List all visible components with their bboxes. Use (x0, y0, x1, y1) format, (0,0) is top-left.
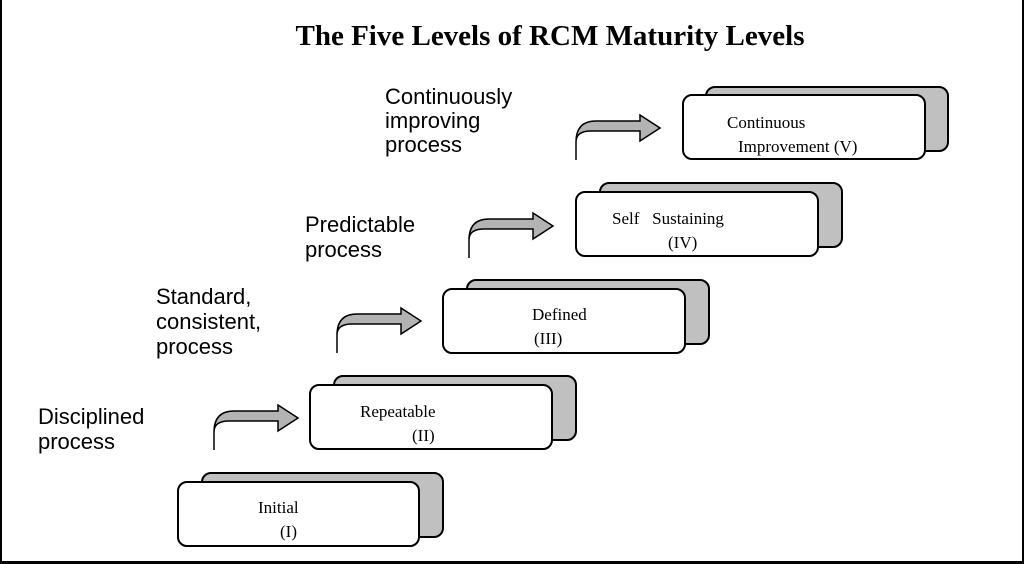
process-label-predictable: Predictable process (305, 212, 415, 262)
curved-up-right-arrow-icon (575, 113, 662, 160)
level-name: Repeatable (360, 402, 436, 421)
level-box-1 (177, 481, 420, 547)
level-numeral: (IV) (668, 233, 698, 252)
level-box-5 (682, 94, 926, 160)
process-label-line: Predictable (305, 212, 416, 237)
level-box-4 (575, 191, 819, 257)
level-name: Self Sustaining (612, 209, 724, 228)
process-label-continuously: Continuously improving process (385, 85, 512, 157)
level-label-4: Self Sustaining (IV) (612, 207, 724, 255)
level-box-5-group (682, 86, 949, 160)
process-label-line: improving (385, 108, 481, 133)
level-name: Continuous (727, 113, 806, 132)
process-label-line: process (385, 132, 463, 157)
level-label-2: Repeatable (II) (360, 400, 436, 448)
diagram-title: The Five Levels of RCM Maturity Levels (295, 20, 805, 52)
level-label-1: Initial (I) (258, 496, 299, 544)
level-numeral: (III) (534, 329, 563, 348)
level-numeral: (I) (280, 522, 297, 541)
level-name: Defined (532, 305, 587, 324)
level-numeral: Improvement (V) (738, 137, 858, 156)
process-label-line: process (305, 237, 383, 262)
level-box-1-group (177, 472, 444, 547)
level-label-5: Continuous Improvement (V) (727, 111, 857, 159)
level-box-2 (309, 384, 553, 450)
level-box-3-group (442, 279, 710, 354)
level-label-3: Defined (III) (532, 303, 587, 351)
process-label-standard: Standard, consistent, process (156, 284, 261, 359)
level-name: Initial (258, 498, 299, 517)
process-label-line: process (38, 429, 116, 454)
level-numeral: (II) (412, 426, 435, 445)
curved-up-right-arrow-icon (336, 306, 423, 353)
level-box-2-group (309, 375, 577, 450)
level-box-4-group (575, 182, 843, 257)
process-label-line: Disciplined (38, 404, 145, 429)
process-label-disciplined: Disciplined process (38, 404, 144, 454)
level-box-3 (442, 288, 686, 354)
process-label-line: Continuously (385, 84, 513, 109)
process-label-line: consistent, (156, 309, 262, 334)
process-label-line: process (156, 334, 234, 359)
process-label-line: Standard, (156, 284, 252, 309)
curved-up-right-arrow-icon (213, 403, 300, 450)
curved-up-right-arrow-icon (468, 211, 555, 258)
